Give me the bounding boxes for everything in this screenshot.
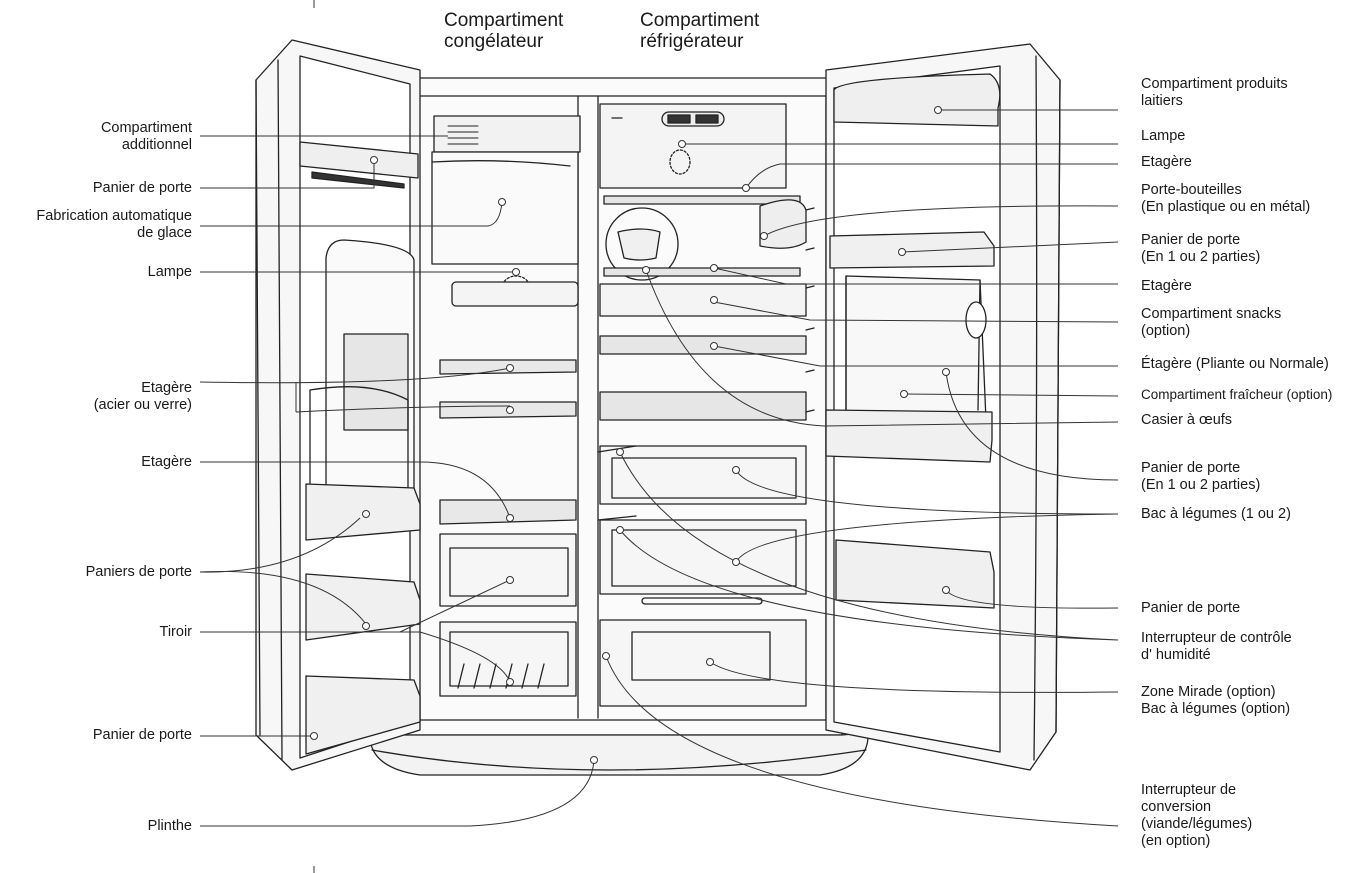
leader-basket-a bbox=[901, 241, 1119, 253]
leader-conversion bbox=[605, 655, 1119, 827]
leader-door-basket-1 bbox=[200, 160, 375, 189]
label-extra: Compartiment additionnel bbox=[100, 120, 192, 153]
label-mirade: Zone Mirade (option) Bac à légumes (opti… bbox=[1141, 684, 1291, 717]
label-bottle-rack: Porte-bouteilles (En plastique ou en mét… bbox=[1141, 182, 1311, 215]
label-shelf-fold: Étagère (Pliante ou Normale) bbox=[1141, 356, 1329, 372]
label-door-basket-c: Panier de porte bbox=[1141, 600, 1241, 616]
leader-basket-b bbox=[945, 371, 1119, 481]
label-crisper: Bac à légumes (1 ou 2) bbox=[1141, 506, 1291, 522]
leader-door-baskets bbox=[199, 517, 367, 625]
leader-mirade bbox=[709, 661, 1119, 693]
fridge-interior bbox=[597, 103, 815, 707]
leader-ice-maker bbox=[200, 201, 503, 227]
label-conversion: Interrupteur de conversion (viande/légum… bbox=[1141, 782, 1253, 849]
label-door-basket-2: Panier de porte bbox=[92, 727, 192, 743]
label-eggs: Casier à œufs bbox=[1141, 412, 1233, 428]
label-shelf-2: Etagère bbox=[1141, 278, 1192, 294]
leader-humidity bbox=[619, 451, 1119, 641]
label-shelf: Etagère bbox=[141, 454, 192, 470]
header-fridge: Compartiment réfrigérateur bbox=[640, 10, 760, 52]
label-ice-maker: Fabrication automatique de glace bbox=[36, 208, 192, 241]
leader-shelf-steel bbox=[199, 367, 511, 413]
right-door bbox=[825, 43, 1061, 771]
label-door-basket-a: Panier de porte (En 1 ou 2 parties) bbox=[1141, 232, 1261, 265]
leader-shelf-1 bbox=[745, 163, 1118, 189]
label-door-basket-b: Panier de porte (En 1 ou 2 parties) bbox=[1141, 460, 1261, 493]
label-lamp-right: Lampe bbox=[1141, 128, 1186, 144]
label-shelf-1: Etagère bbox=[1141, 154, 1192, 170]
label-lamp: Lampe bbox=[147, 264, 192, 280]
freezer-interior bbox=[431, 115, 581, 697]
leader-fresh bbox=[903, 393, 1119, 397]
label-snacks: Compartiment snacks (option) bbox=[1141, 306, 1282, 339]
leader-crisper-2 bbox=[735, 513, 1119, 563]
leader-eggs bbox=[645, 269, 1119, 427]
label-door-basket-1: Panier de porte bbox=[92, 180, 192, 196]
leader-plinth bbox=[200, 759, 595, 827]
label-drawer: Tiroir bbox=[159, 624, 192, 640]
leader-crisper bbox=[735, 469, 1119, 515]
leader-shelf-2 bbox=[713, 267, 1118, 285]
left-door bbox=[255, 39, 421, 771]
leader-drawer bbox=[200, 579, 511, 683]
label-fresh: Compartiment fraîcheur (option) bbox=[1141, 387, 1333, 402]
label-plinth: Plinthe bbox=[147, 818, 192, 834]
leader-bottle bbox=[763, 205, 1119, 237]
leader-snacks bbox=[713, 301, 1119, 323]
header-freezer: Compartiment congélateur bbox=[444, 10, 564, 52]
label-humidity: Interrupteur de contrôle d' humidité bbox=[1141, 630, 1292, 663]
label-door-baskets: Paniers de porte bbox=[85, 564, 192, 580]
leader-shelf bbox=[200, 461, 511, 519]
leader-basket-c bbox=[945, 589, 1119, 609]
leader-shelf-fold bbox=[713, 345, 1118, 367]
label-dairy: Compartiment produits laitiers bbox=[1141, 76, 1288, 109]
label-shelf-steel-glass: Etagère (acier ou verre) bbox=[93, 380, 192, 413]
